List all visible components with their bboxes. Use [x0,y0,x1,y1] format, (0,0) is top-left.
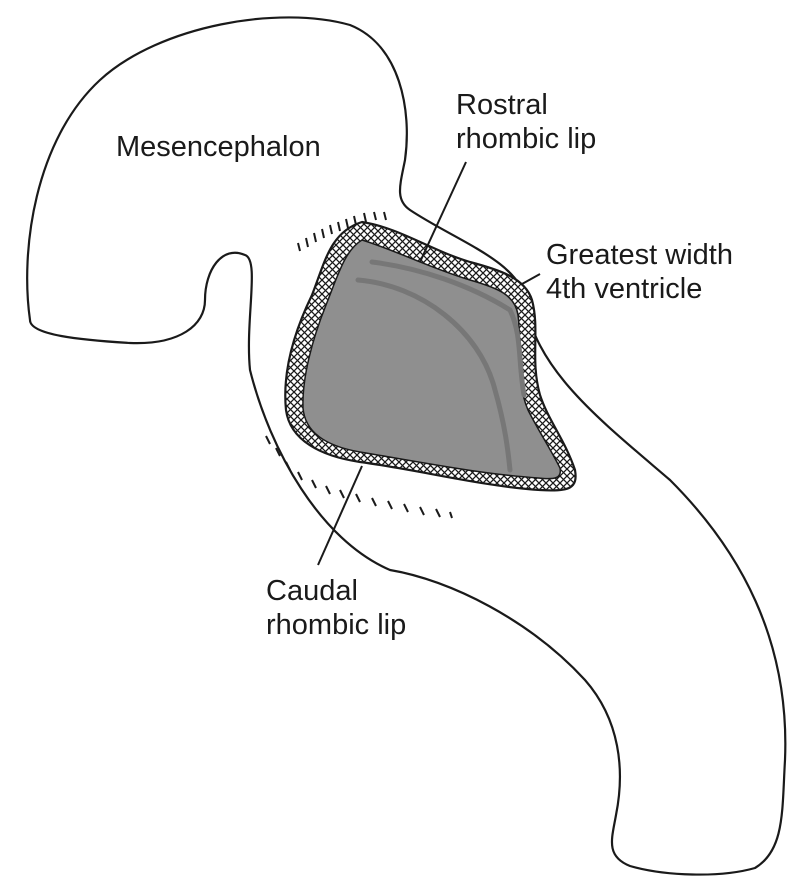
rostral-leader-line [419,161,467,263]
greatest-width-label: Greatest width 4th ventricle [546,238,733,306]
caudal-hatch-marks [265,435,453,519]
rostral-label-line1: Rostral [456,89,548,121]
ventricle-fold-lower [355,277,513,473]
greatest-label-line2: 4th ventricle [546,273,703,305]
rostral-rhombic-lip-label: Rostral rhombic lip [456,88,596,156]
greatest-width-leader-line [521,273,541,285]
caudal-label-line1: Caudal [266,575,358,607]
ventricle-fold-upper [369,259,527,398]
caudal-rhombic-lip-label: Caudal rhombic lip [266,574,406,642]
caudal-leader-line [317,465,363,566]
greatest-label-line1: Greatest width [546,239,733,271]
caudal-label-line2: rhombic lip [266,609,407,641]
mesencephalon-text: Mesencephalon [116,131,321,163]
rostral-hatch-marks [297,211,387,252]
mesencephalon-label: Mesencephalon [116,130,321,164]
rostral-label-line2: rhombic lip [456,123,597,155]
brain-outline [26,16,787,876]
